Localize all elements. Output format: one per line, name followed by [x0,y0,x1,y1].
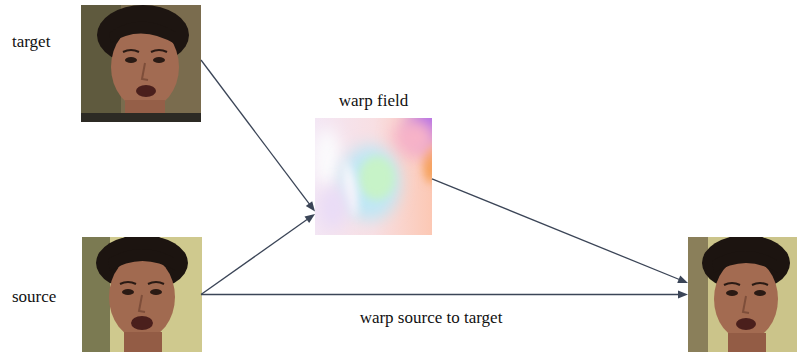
arrow-connector [201,60,315,212]
image-box [688,237,797,352]
output-face [688,237,797,352]
arrow-connector [201,291,688,299]
image-label: warp field [339,91,408,111]
arrowhead [305,214,315,223]
image-label: source [12,287,56,307]
source-face [82,237,202,352]
arrowhead [677,276,688,283]
arrowhead [306,201,315,211]
arrowhead [678,291,688,299]
image-label: target [12,32,50,52]
image-box: warp field [315,118,432,235]
arrow-connector [432,179,688,283]
image-box: source [82,237,201,352]
connector-line [432,179,681,280]
connector-line [201,219,308,295]
connector-line [201,60,310,205]
connector-line [201,294,680,295]
warp-field-image [315,118,432,235]
image-box: target [81,5,201,122]
arrow-connector [201,214,315,295]
target-face [81,5,201,122]
edge-label: warp source to target [357,308,506,328]
